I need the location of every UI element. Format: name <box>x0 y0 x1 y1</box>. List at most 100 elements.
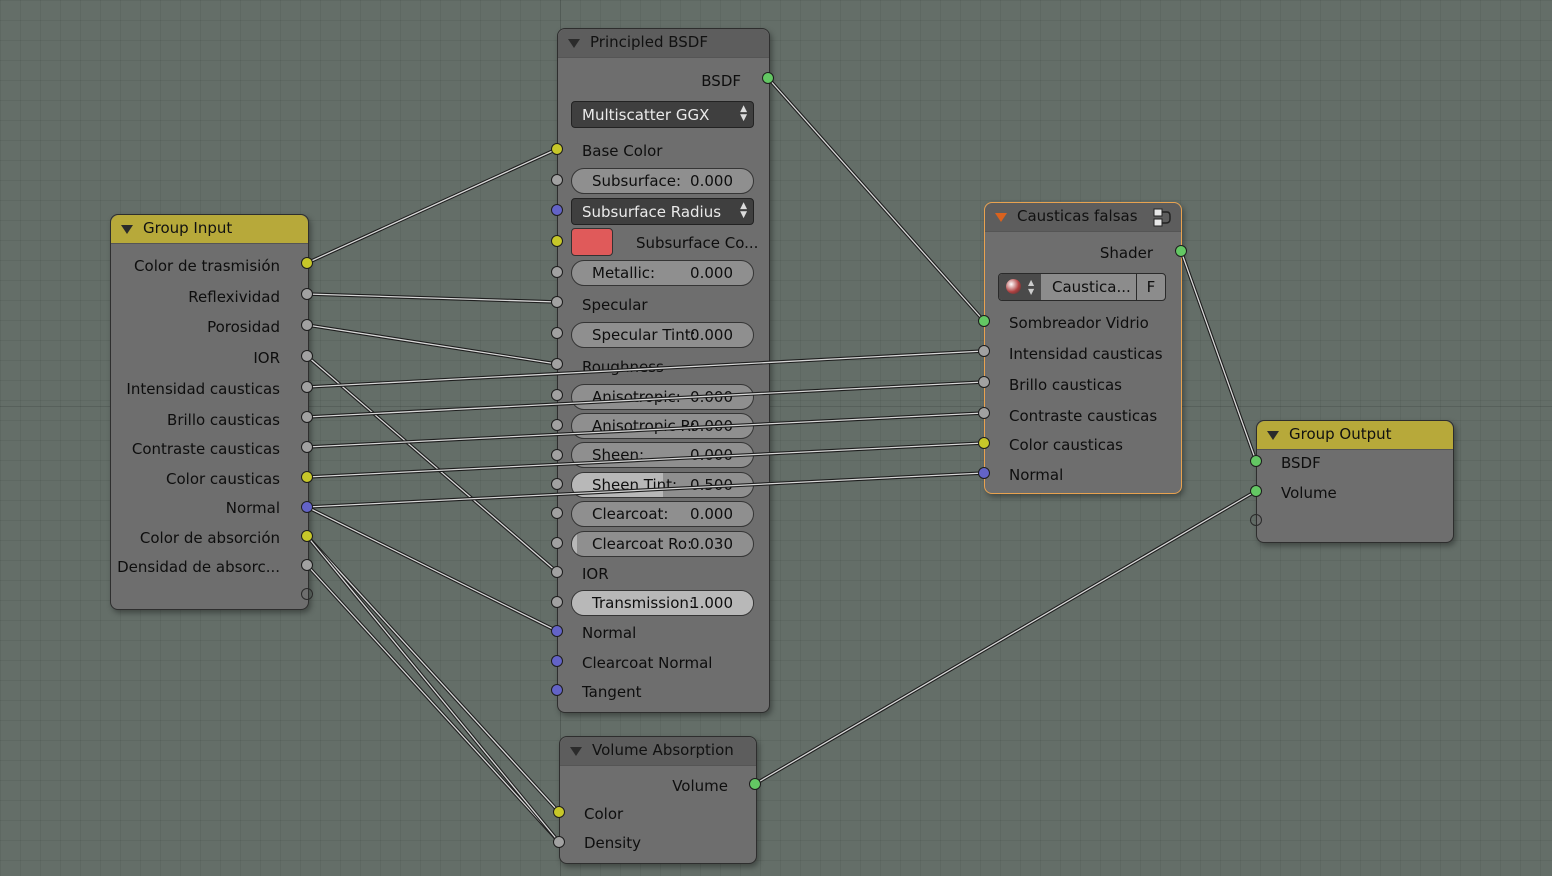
socket-pSubCol[interactable] <box>551 235 563 247</box>
collapse-triangle-icon[interactable] <box>1267 431 1279 440</box>
slider-label: Metallic: <box>592 264 656 282</box>
socket-gi10[interactable] <box>301 559 313 571</box>
node-title: Principled BSDF <box>590 33 708 51</box>
slider-label: Anisotropic: <box>592 388 681 406</box>
principled-bsdf-header[interactable]: Principled BSDF <box>558 29 769 58</box>
slider-value: 0.000 <box>690 264 733 282</box>
slider-value: 0.000 <box>690 172 733 190</box>
caustics-input-label: Color causticas <box>1009 436 1123 454</box>
socket-vCol[interactable] <box>553 806 565 818</box>
socket-c4[interactable] <box>978 437 990 449</box>
socket-c2[interactable] <box>978 376 990 388</box>
socket-pSheen[interactable] <box>551 449 563 461</box>
causticas-header[interactable]: Causticas falsas <box>985 203 1181 232</box>
principled-bsdf-node[interactable]: Principled BSDF BSDF Multiscatter GGX ▲▼… <box>557 28 770 713</box>
group-output-node[interactable]: Group Output BSDF Volume <box>1256 420 1454 543</box>
slider-value: 0.000 <box>690 388 733 406</box>
socket-pRad[interactable] <box>551 204 563 216</box>
sheen-slider[interactable]: Sheen: 0.000 <box>571 442 754 468</box>
socket-pSheenT[interactable] <box>551 478 563 490</box>
socket-gi4[interactable] <box>301 381 313 393</box>
metallic-slider[interactable]: Metallic: 0.000 <box>571 260 754 286</box>
group-name[interactable]: Caustica... <box>1052 278 1131 296</box>
group-input-output-label: Color de absorción <box>139 529 280 547</box>
subsurface-color-swatch[interactable] <box>571 228 613 256</box>
socket-gi8[interactable] <box>301 501 313 513</box>
group-input-output-label: Brillo causticas <box>167 411 280 429</box>
specular-tint-slider[interactable]: Specular Tint: 0.000 <box>571 322 754 348</box>
node-title: Group Output <box>1289 425 1392 443</box>
dropdown-value: Subsurface Radius <box>582 203 722 221</box>
socket-gi3[interactable] <box>301 350 313 362</box>
fake-user-button[interactable]: F <box>1136 274 1165 300</box>
group-input-node[interactable]: Group Input Color de trasmisión Reflexiv… <box>110 214 309 610</box>
datablock-browse-button[interactable]: ▲▼ <box>999 274 1041 300</box>
collapse-triangle-icon[interactable] <box>995 213 1007 222</box>
socket-gi0[interactable] <box>301 257 313 269</box>
socket-gi11[interactable] <box>301 588 313 600</box>
causticas-falsas-node[interactable]: Causticas falsas Shader ▲▼ Caustica... F… <box>984 202 1182 494</box>
socket-pBase[interactable] <box>551 143 563 155</box>
volume-absorption-header[interactable]: Volume Absorption <box>560 737 756 766</box>
socket-pCcN[interactable] <box>551 655 563 667</box>
socket-pRough[interactable] <box>551 358 563 370</box>
socket-pMet[interactable] <box>551 266 563 278</box>
collapse-triangle-icon[interactable] <box>568 39 580 48</box>
socket-pSpec[interactable] <box>551 296 563 308</box>
socket-gi1[interactable] <box>301 288 313 300</box>
node-group-icon[interactable] <box>1151 206 1173 228</box>
socket-pAniso[interactable] <box>551 389 563 401</box>
socket-gi7[interactable] <box>301 471 313 483</box>
shader-output-label: Shader <box>1099 244 1153 262</box>
socket-pCc[interactable] <box>551 507 563 519</box>
socket-c3[interactable] <box>978 407 990 419</box>
socket-o2[interactable] <box>1250 514 1262 526</box>
subsurface-method-dropdown[interactable]: Subsurface Radius ▲▼ <box>571 198 754 225</box>
socket-pNorm[interactable] <box>551 625 563 637</box>
group-input-header[interactable]: Group Input <box>111 215 308 244</box>
anisotropic-rotation-slider[interactable]: Anisotropic R: 0.000 <box>571 413 754 439</box>
slider-label: Subsurface: <box>592 172 682 190</box>
socket-o0[interactable] <box>1250 455 1262 467</box>
socket-vOut[interactable] <box>749 778 761 790</box>
slider-value: 1.000 <box>690 594 733 612</box>
socket-c1[interactable] <box>978 345 990 357</box>
socket-pSub[interactable] <box>551 174 563 186</box>
clearcoat-roughness-slider[interactable]: Clearcoat Ro: 0.030 <box>571 531 754 557</box>
socket-gi9[interactable] <box>301 530 313 542</box>
socket-gi2[interactable] <box>301 319 313 331</box>
anisotropic-slider[interactable]: Anisotropic: 0.000 <box>571 384 754 410</box>
roughness-label: Roughness <box>582 358 664 376</box>
distribution-dropdown[interactable]: Multiscatter GGX ▲▼ <box>571 101 754 128</box>
socket-gi6[interactable] <box>301 441 313 453</box>
socket-vDen[interactable] <box>553 836 565 848</box>
sheen-tint-slider[interactable]: Sheen Tint: 0.500 <box>571 472 754 498</box>
slider-value: 0.000 <box>690 417 733 435</box>
socket-pAnisoR[interactable] <box>551 419 563 431</box>
group-input-output-label: Color de trasmisión <box>134 257 280 275</box>
group-output-header[interactable]: Group Output <box>1257 421 1453 450</box>
subsurface-slider[interactable]: Subsurface: 0.000 <box>571 168 754 194</box>
group-input-output-label: IOR <box>253 349 280 367</box>
slider-value: 0.500 <box>690 476 733 494</box>
socket-c5[interactable] <box>978 467 990 479</box>
socket-c0[interactable] <box>978 315 990 327</box>
volume-absorption-node[interactable]: Volume Absorption Volume Color Density <box>559 736 757 864</box>
collapse-triangle-icon[interactable] <box>570 747 582 756</box>
socket-pCcR[interactable] <box>551 537 563 549</box>
socket-gi5[interactable] <box>301 411 313 423</box>
socket-pSpecT[interactable] <box>551 327 563 339</box>
group-datablock-selector[interactable]: ▲▼ Caustica... F <box>998 273 1166 301</box>
socket-pIor[interactable] <box>551 566 563 578</box>
volume-output-label: Volume <box>672 777 728 795</box>
socket-o1[interactable] <box>1250 485 1262 497</box>
socket-cOut[interactable] <box>1175 245 1187 257</box>
socket-pTan[interactable] <box>551 684 563 696</box>
clearcoat-slider[interactable]: Clearcoat: 0.000 <box>571 501 754 527</box>
collapse-triangle-icon[interactable] <box>121 225 133 234</box>
socket-pOut[interactable] <box>762 72 774 84</box>
caustics-input-label: Contraste causticas <box>1009 407 1158 425</box>
socket-pTrans[interactable] <box>551 596 563 608</box>
transmission-slider[interactable]: Transmission: 1.000 <box>571 590 754 616</box>
volume-density-label: Density <box>584 834 642 852</box>
